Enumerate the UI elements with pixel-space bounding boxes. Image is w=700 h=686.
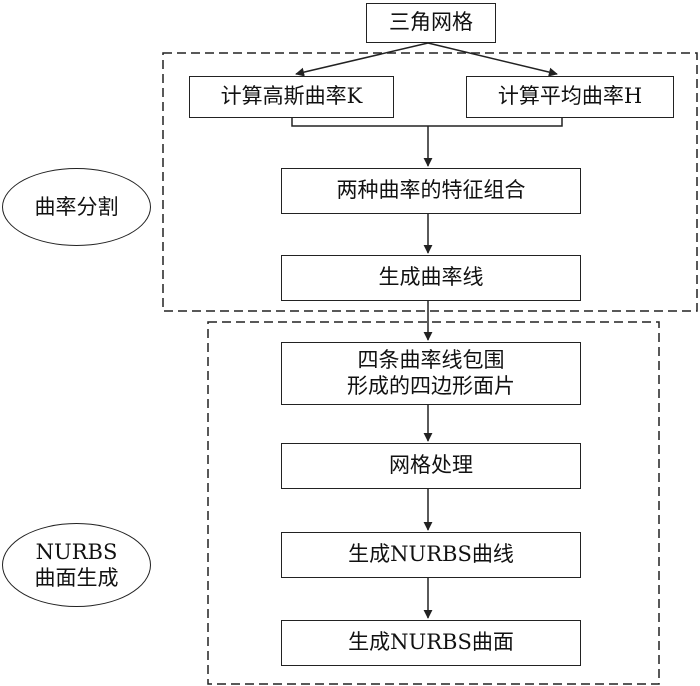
node-triangle-mesh-label: 三角网格 [389,10,473,35]
node-generate-curvature-lines-label: 生成曲率线 [378,265,484,290]
node-mesh-processing-label: 网格处理 [389,453,473,478]
node-quad-patch-line1: 四条曲率线包围 [357,348,505,373]
group-label-nurbs-line2: 曲面生成 [34,566,119,590]
merge-connector [291,117,563,127]
arrow-mesh-to-mean [427,42,558,77]
arrow-mesh-to-gaussian [295,42,429,77]
group-label-curvature-segmentation: 曲率分割 [2,168,151,246]
node-quad-patch: 四条曲率线包围 形成的四边形面片 [281,342,581,405]
node-mean-curvature: 计算平均曲率H [466,76,674,118]
node-generate-nurbs-surface-label: 生成NURBS曲面 [348,630,514,655]
group-frame-curvature-segmentation [162,52,698,312]
node-generate-curvature-lines: 生成曲率线 [281,255,581,301]
node-feature-combination-label: 两种曲率的特征组合 [336,178,526,203]
node-generate-nurbs-curves-label: 生成NURBS曲线 [348,542,514,567]
group-label-nurbs-line1: NURBS [35,539,118,564]
node-mean-curvature-label: 计算平均曲率H [497,84,643,109]
node-triangle-mesh: 三角网格 [366,3,496,43]
group-label-nurbs-surface: NURBS 曲面生成 [2,523,151,607]
node-gaussian-curvature: 计算高斯曲率K [189,76,394,118]
node-gaussian-curvature-label: 计算高斯曲率K [220,84,363,109]
group-label-curvature-segmentation-text: 曲率分割 [34,194,119,219]
group-frame-nurbs-surface [207,321,660,685]
node-mesh-processing: 网格处理 [281,443,581,489]
node-generate-nurbs-curves: 生成NURBS曲线 [281,532,581,578]
node-generate-nurbs-surface: 生成NURBS曲面 [281,620,581,666]
node-feature-combination: 两种曲率的特征组合 [281,168,581,214]
node-quad-patch-line2: 形成的四边形面片 [347,373,515,398]
